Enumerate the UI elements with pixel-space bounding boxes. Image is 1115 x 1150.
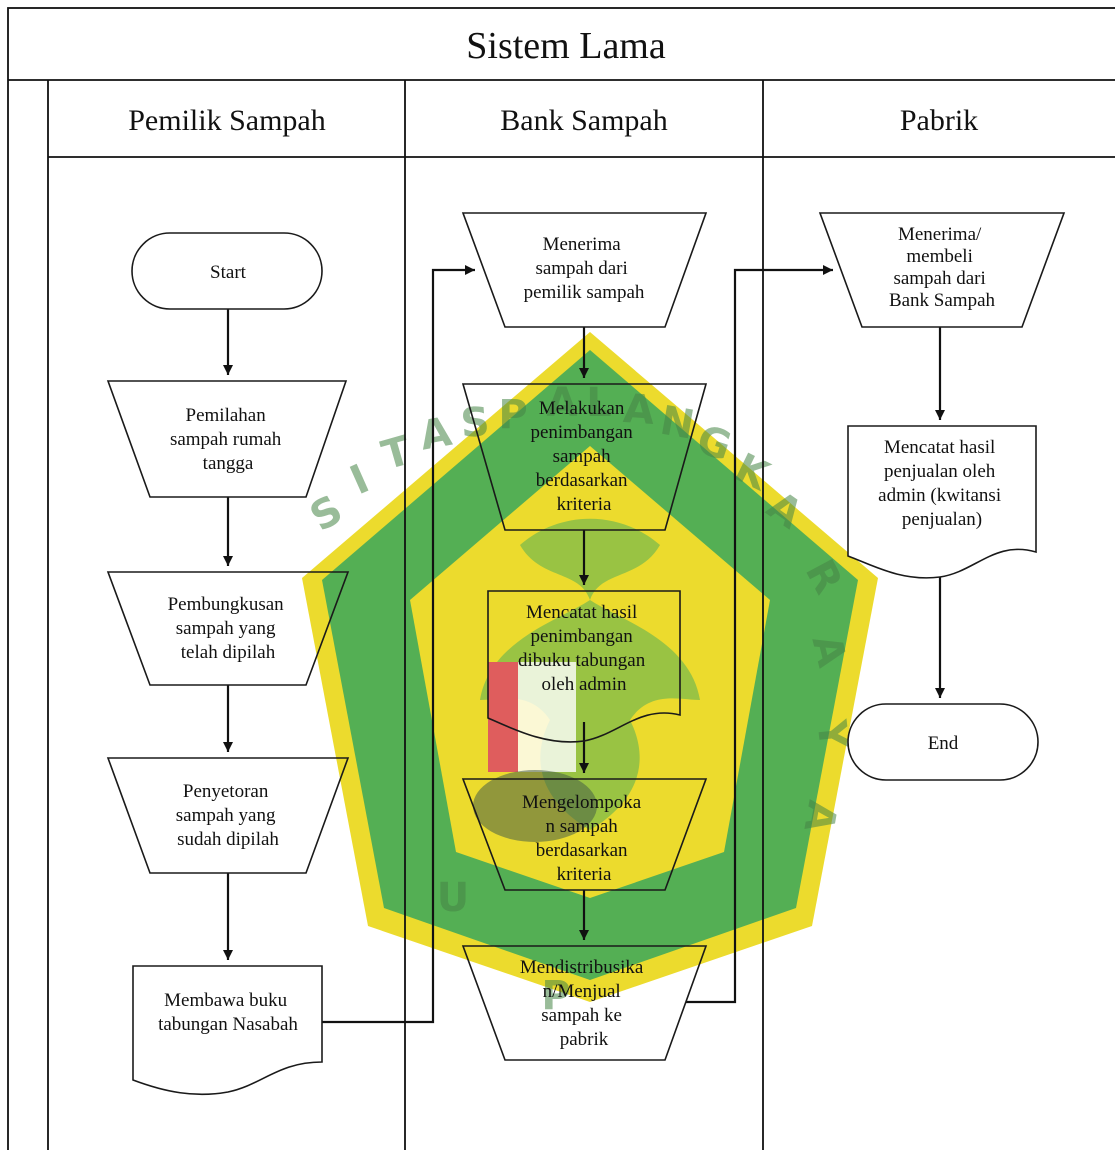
watermark-white-panel	[518, 662, 576, 772]
node-mendistribusikan-line-3: sampah ke	[541, 1005, 622, 1026]
watermark-letter: T	[377, 427, 417, 479]
node-menerima-pabrik-line-1: Menerima/	[898, 224, 982, 245]
node-penyetoran-line-2: sampah yang	[176, 805, 276, 826]
node-mencatat-bank-line-1: Mencatat hasil	[526, 602, 637, 623]
svg-text:Mencatat hasil penjualan: Mencatat hasil penjualan oleh admin (kwi…	[878, 437, 1006, 530]
node-mengelompokan-line-1: Mengelompoka	[522, 792, 642, 813]
watermark-dark-base	[473, 770, 597, 842]
svg-text:Melakukan penimbangan: Melakukan penimbangan sampah berdasarkan…	[530, 398, 637, 515]
node-mencatat-bank-line-3: dibuku tabungan	[518, 650, 646, 671]
node-start: Start	[131, 232, 323, 310]
diagram-frame	[7, 7, 1115, 1150]
node-mencatat-bank-line-4: oleh admin	[542, 674, 627, 695]
node-membawa-line-2: tabungan Nasabah	[158, 1014, 298, 1035]
node-penimbangan-line-4: berdasarkan	[536, 470, 628, 491]
watermark-letter: A	[547, 380, 578, 426]
node-menerima-bank-line-1: Menerima	[543, 234, 622, 255]
node-menerima-bank: Menerima sampah dari pemilik sampah	[461, 212, 708, 328]
node-mendistribusikan-line-2: n/Menjual	[543, 981, 621, 1002]
node-membawa-line-1: Membawa buku	[164, 990, 287, 1011]
node-penimbangan-line-2: penimbangan	[530, 422, 633, 443]
node-menerima-pabrik-line-3: sampah dari	[893, 268, 985, 289]
watermark-letter: S	[303, 487, 351, 541]
svg-text:Menerima sampah dari: Menerima sampah dari pemilik sampah	[524, 234, 645, 303]
node-menerima-pabrik-line-2: membeli	[906, 246, 972, 267]
node-penimbangan-line-1: Melakukan	[539, 398, 625, 419]
node-mengelompokan-line-2: n sampah	[545, 816, 618, 837]
svg-text:Pembungkusan sampah yang: Pembungkusan sampah yang telah dipilah	[168, 594, 289, 663]
connector-membawa-to-menerima-bank	[322, 265, 475, 1024]
lane-header-bank-sampah: Bank Sampah	[500, 104, 667, 137]
watermark-inner-yellow	[410, 446, 770, 898]
connectors	[223, 265, 945, 1024]
node-pembungkusan-line-1: Pembungkusan	[168, 594, 285, 615]
node-mencatat-pabrik-line-3: admin (kwitansi	[878, 485, 1001, 506]
watermark-letter: U	[437, 875, 469, 921]
watermark-letter: S	[459, 399, 491, 447]
node-mengelompokan-line-4: kriteria	[557, 864, 612, 885]
node-pembungkusan: Pembungkusan sampah yang telah dipilah	[106, 571, 350, 686]
node-mengelompokan-line-3: berdasarkan	[536, 840, 628, 861]
connector-mendistribusikan-to-menerima-pabrik	[686, 265, 833, 1004]
node-penyetoran: Penyetoran sampah yang sudah dipilah	[106, 757, 350, 874]
lane-header-pabrik: Pabrik	[900, 104, 978, 137]
svg-text:Mencatat hasil penimbang: Mencatat hasil penimbangan dibuku tabung…	[518, 602, 650, 695]
watermark-letter: I	[344, 456, 376, 504]
watermark-letter: A	[416, 409, 455, 460]
node-pemilahan-line-3: tangga	[203, 453, 254, 474]
watermark-letter: A	[622, 386, 656, 434]
watermark-letter: L	[586, 380, 612, 426]
node-mengelompokan: Mengelompoka n sampah berdasarkan kriter…	[461, 778, 708, 891]
svg-text:Penyetoran sampah yang: Penyetoran sampah yang sudah dipilah	[176, 781, 280, 850]
node-mendistribusikan-line-1: Mendistribusika	[520, 957, 644, 978]
svg-text:Start: Start	[210, 262, 247, 283]
node-menerima-bank-line-3: pemilik sampah	[524, 282, 645, 303]
node-start-text: Start	[210, 262, 247, 283]
node-mencatat-bank: Mencatat hasil penimbangan dibuku tabung…	[487, 590, 681, 743]
node-pemilahan-line-1: Pemilahan	[186, 405, 267, 426]
svg-text:Mendistribusika n/Menjua: Mendistribusika n/Menjual sampah ke pabr…	[520, 957, 648, 1050]
svg-text:Mengelompoka n sampah: Mengelompoka n sampah berdasarkan kriter…	[522, 792, 646, 885]
node-menerima-pabrik: Menerima/ membeli sampah dari Bank Sampa…	[818, 212, 1066, 328]
node-menerima-bank-line-2: sampah dari	[535, 258, 627, 279]
node-pembungkusan-line-2: sampah yang	[176, 618, 276, 639]
node-mendistribusikan: Mendistribusika n/Menjual sampah ke pabr…	[461, 945, 708, 1061]
node-mencatat-pabrik: Mencatat hasil penjualan oleh admin (kwi…	[847, 425, 1037, 579]
node-penyetoran-line-1: Penyetoran	[183, 781, 269, 802]
lane-header-pemilik-sampah: Pemilik Sampah	[128, 104, 326, 137]
node-penimbangan-line-5: kriteria	[557, 494, 612, 515]
node-membawa: Membawa buku tabungan Nasabah	[132, 965, 323, 1096]
node-pemilahan: Pemilahan sampah rumah tangga	[106, 380, 348, 498]
node-penimbangan-line-3: sampah	[553, 446, 612, 467]
node-mencatat-pabrik-line-1: Mencatat hasil	[884, 437, 995, 458]
node-penyetoran-line-3: sudah dipilah	[177, 829, 279, 850]
diagram-title: Sistem Lama	[466, 25, 666, 67]
node-penimbangan: Melakukan penimbangan sampah berdasarkan…	[461, 383, 708, 531]
watermark-eagle-shape	[480, 518, 700, 830]
svg-text:End: End	[928, 733, 959, 754]
node-mencatat-pabrik-line-2: penjualan oleh	[884, 461, 996, 482]
svg-text:Menerima/ membeli: Menerima/ membeli sampah dari Bank Sampa…	[889, 224, 996, 311]
node-end: End	[847, 703, 1039, 781]
node-pembungkusan-line-3: telah dipilah	[181, 642, 276, 663]
node-end-text: End	[928, 733, 959, 754]
watermark-red-panel	[488, 662, 518, 772]
watermark-letter: P	[498, 392, 527, 438]
node-mencatat-pabrik-line-4: penjualan)	[902, 509, 982, 530]
watermark-letter: P	[541, 973, 570, 1019]
node-mencatat-bank-line-2: penimbangan	[530, 626, 633, 647]
node-menerima-pabrik-line-4: Bank Sampah	[889, 290, 996, 311]
node-mendistribusikan-line-4: pabrik	[560, 1029, 609, 1050]
svg-text:Pemilahan sampah rumah: Pemilahan sampah rumah tangga	[170, 405, 286, 474]
node-pemilahan-line-2: sampah rumah	[170, 429, 282, 450]
svg-text:Membawa buku tabungan Na: Membawa buku tabungan Nasabah	[158, 990, 298, 1035]
